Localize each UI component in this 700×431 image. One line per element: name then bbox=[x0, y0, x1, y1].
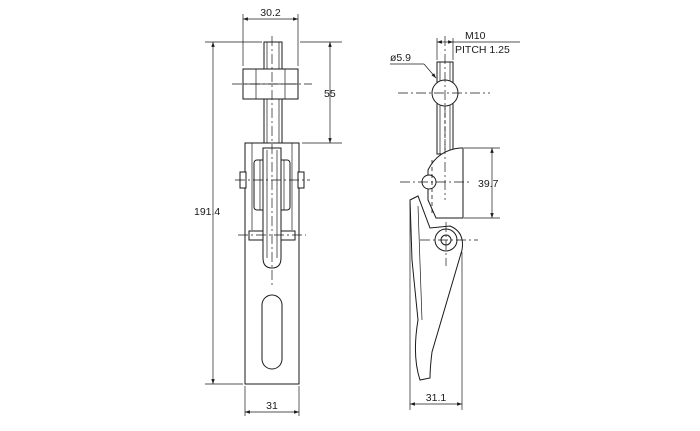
side-dimensions: M10 PITCH 1.25 ø5.9 39.7 31.1 bbox=[390, 30, 520, 410]
front-dimensions: 30.2 55 191.4 31 bbox=[194, 7, 342, 416]
dim-width-top: 30.2 bbox=[260, 7, 281, 19]
dim-pitch: PITCH 1.25 bbox=[455, 44, 510, 56]
side-lever-handle bbox=[409, 195, 463, 381]
dim-thread: M10 bbox=[465, 30, 486, 42]
side-view bbox=[398, 36, 490, 381]
dim-width-bottom: 31 bbox=[266, 400, 278, 412]
dim-overall-height: 191.4 bbox=[194, 206, 220, 218]
front-view bbox=[232, 36, 312, 385]
dim-diameter: ø5.9 bbox=[390, 52, 411, 64]
dim-width-side-bottom: 31.1 bbox=[426, 392, 447, 404]
front-slot bbox=[261, 294, 283, 370]
dim-height-39: 39.7 bbox=[478, 178, 499, 190]
dim-height-55: 55 bbox=[324, 88, 336, 100]
